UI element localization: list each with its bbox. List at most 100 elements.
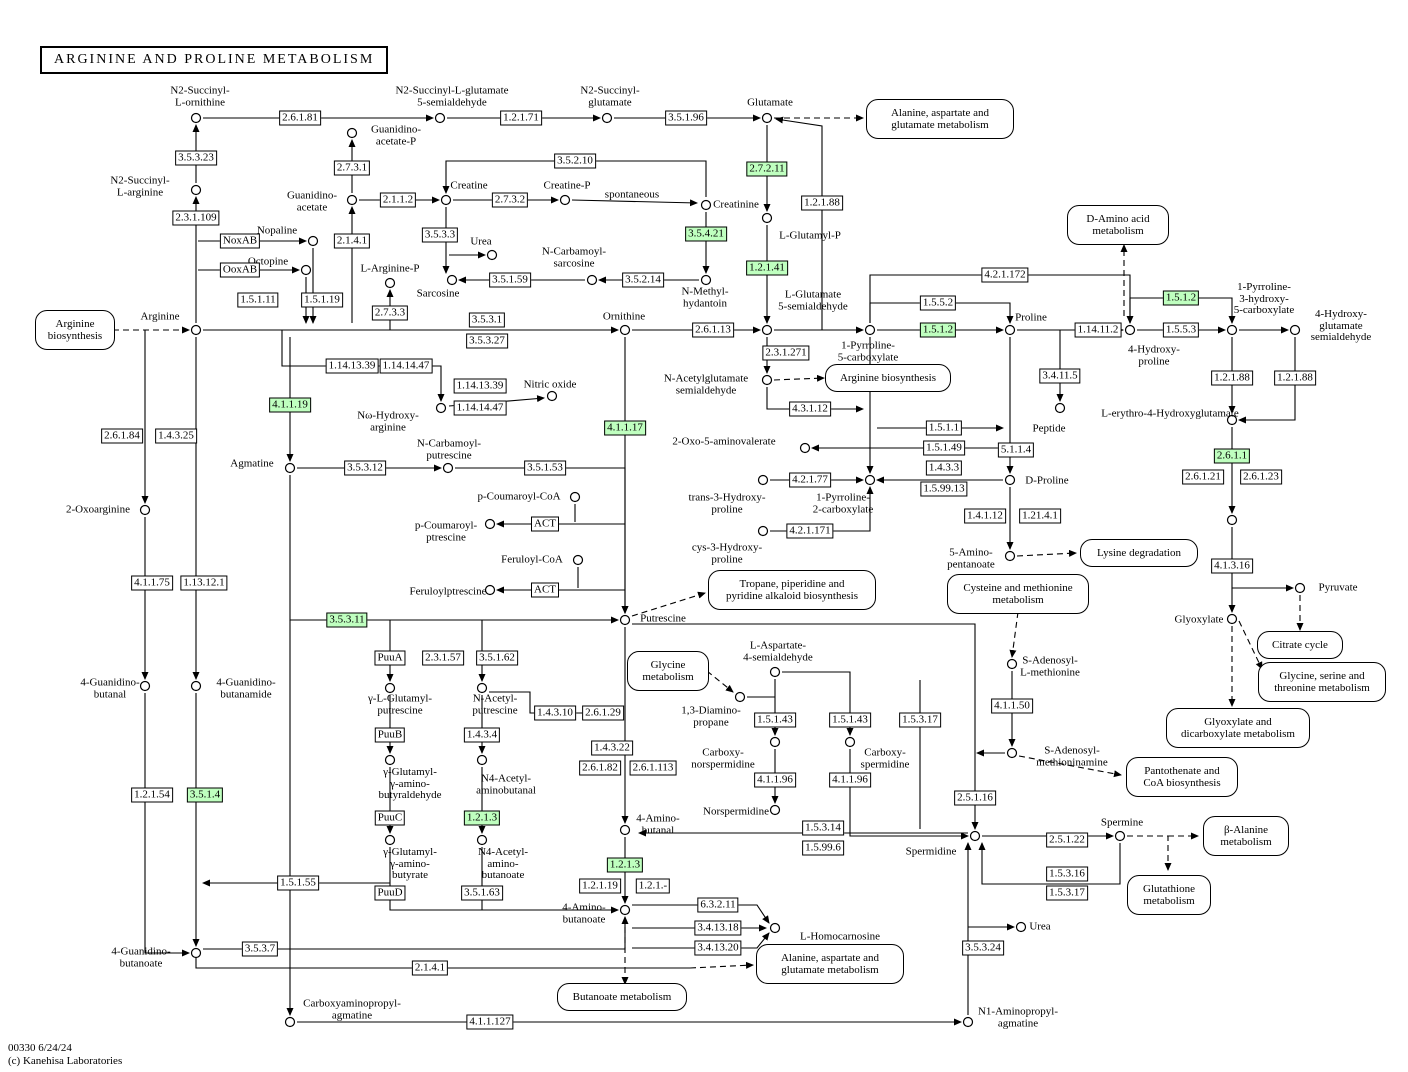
compound-node[interactable] <box>586 274 598 286</box>
compound-node[interactable] <box>1004 550 1016 562</box>
enzyme-box-4-1-1-17[interactable]: 4.1.1.17 <box>604 420 646 436</box>
enzyme-box-3-5-3-11[interactable]: 3.5.3.11 <box>326 612 368 628</box>
enzyme-box-4-1-3-16[interactable]: 4.1.3.16 <box>1211 558 1253 574</box>
enzyme-box-puud[interactable]: PuuD <box>374 885 406 901</box>
enzyme-box-1-14-14-47[interactable]: 1.14.14.47 <box>379 358 433 374</box>
compound-node[interactable] <box>769 666 781 678</box>
enzyme-box-1-5-5-2[interactable]: 1.5.5.2 <box>919 295 957 311</box>
enzyme-box-2-1-4-1[interactable]: 2.1.4.1 <box>411 960 449 976</box>
compound-node[interactable] <box>446 274 458 286</box>
enzyme-box-4-3-1-12[interactable]: 4.3.1.12 <box>789 401 831 417</box>
compound-node[interactable] <box>1114 830 1126 842</box>
enzyme-box-4-1-1-96[interactable]: 4.1.1.96 <box>829 772 871 788</box>
compound-node[interactable] <box>864 474 876 486</box>
compound-node[interactable] <box>284 462 296 474</box>
pathway-link[interactable]: Citrate cycle <box>1257 631 1343 659</box>
compound-node[interactable] <box>476 682 488 694</box>
compound-node[interactable] <box>761 324 773 336</box>
enzyme-box-3-5-1-62[interactable]: 3.5.1.62 <box>476 650 518 666</box>
enzyme-box-puua[interactable]: PuuA <box>374 650 406 666</box>
compound-node[interactable] <box>1289 324 1301 336</box>
enzyme-box-4-1-1-75[interactable]: 4.1.1.75 <box>131 575 173 591</box>
enzyme-box-2-5-1-16[interactable]: 2.5.1.16 <box>954 790 996 806</box>
enzyme-box-1-2-1-3[interactable]: 1.2.1.3 <box>463 810 501 826</box>
enzyme-box-4-2-1-171[interactable]: 4.2.1.171 <box>786 523 834 539</box>
compound-node[interactable] <box>486 249 498 261</box>
compound-node[interactable] <box>434 112 446 124</box>
compound-node[interactable] <box>799 442 811 454</box>
enzyme-box-2-6-1-21[interactable]: 2.6.1.21 <box>1182 469 1224 485</box>
enzyme-box-1-5-1-43[interactable]: 1.5.1.43 <box>829 712 871 728</box>
pathway-link[interactable]: Arginine biosynthesis <box>825 364 951 392</box>
compound-node[interactable] <box>1015 921 1027 933</box>
enzyme-box-1-14-11-2[interactable]: 1.14.11.2 <box>1074 322 1122 338</box>
compound-node[interactable] <box>442 462 454 474</box>
enzyme-box-1-2-1-19[interactable]: 1.2.1.19 <box>579 878 621 894</box>
enzyme-box-1-4-3-22[interactable]: 1.4.3.22 <box>591 740 633 756</box>
compound-node[interactable] <box>190 112 202 124</box>
compound-node[interactable] <box>139 504 151 516</box>
pathway-link[interactable]: Butanoate metabolism <box>557 983 687 1011</box>
enzyme-box-1-2-1-88[interactable]: 1.2.1.88 <box>1274 370 1316 386</box>
compound-node[interactable] <box>844 736 856 748</box>
compound-node[interactable] <box>769 804 781 816</box>
enzyme-box-3-5-4-21[interactable]: 3.5.4.21 <box>685 226 727 242</box>
enzyme-box-3-5-3-3[interactable]: 3.5.3.3 <box>421 227 459 243</box>
enzyme-box-2-6-1-13[interactable]: 2.6.1.13 <box>692 322 734 338</box>
compound-node[interactable] <box>476 834 488 846</box>
compound-node[interactable] <box>1226 414 1238 426</box>
compound-node[interactable] <box>619 904 631 916</box>
enzyme-box-2-6-1-113[interactable]: 2.6.1.113 <box>629 760 677 776</box>
enzyme-box-1-2-1-[interactable]: 1.2.1.- <box>635 878 671 894</box>
compound-node[interactable] <box>1054 402 1066 414</box>
enzyme-box-1-5-3-17[interactable]: 1.5.3.17 <box>899 712 941 728</box>
enzyme-box-noxab[interactable]: NoxAB <box>219 233 261 249</box>
enzyme-box-2-6-1-1[interactable]: 2.6.1.1 <box>1213 448 1251 464</box>
compound-node[interactable] <box>384 277 396 289</box>
enzyme-box-2-7-3-3[interactable]: 2.7.3.3 <box>371 305 409 321</box>
enzyme-box-4-2-1-77[interactable]: 4.2.1.77 <box>789 472 831 488</box>
compound-node[interactable] <box>484 584 496 596</box>
compound-node[interactable] <box>1006 658 1018 670</box>
enzyme-box-1-13-12-1[interactable]: 1.13.12.1 <box>180 575 228 591</box>
compound-node[interactable] <box>139 680 151 692</box>
enzyme-box-1-5-1-2[interactable]: 1.5.1.2 <box>1162 290 1200 306</box>
enzyme-box-3-5-2-10[interactable]: 3.5.2.10 <box>554 153 596 169</box>
compound-node[interactable] <box>190 680 202 692</box>
enzyme-box-1-2-1-41[interactable]: 1.2.1.41 <box>746 260 788 276</box>
compound-node[interactable] <box>619 324 631 336</box>
compound-node[interactable] <box>300 264 312 276</box>
enzyme-box-3-5-1-96[interactable]: 3.5.1.96 <box>665 110 707 126</box>
compound-node[interactable] <box>1226 324 1238 336</box>
enzyme-box-2-3-1-109[interactable]: 2.3.1.109 <box>172 210 220 226</box>
compound-node[interactable] <box>1004 474 1016 486</box>
enzyme-box-2-6-1-82[interactable]: 2.6.1.82 <box>579 760 621 776</box>
compound-node[interactable] <box>569 491 581 503</box>
compound-node[interactable] <box>1006 747 1018 759</box>
compound-node[interactable] <box>769 922 781 934</box>
enzyme-box-1-5-5-3[interactable]: 1.5.5.3 <box>1162 322 1200 338</box>
enzyme-box-4-1-1-96[interactable]: 4.1.1.96 <box>754 772 796 788</box>
compound-node[interactable] <box>384 754 396 766</box>
enzyme-box-1-5-1-19[interactable]: 1.5.1.19 <box>301 292 343 308</box>
compound-node[interactable] <box>962 1016 974 1028</box>
compound-node[interactable] <box>757 474 769 486</box>
enzyme-box-1-2-1-71[interactable]: 1.2.1.71 <box>500 110 542 126</box>
compound-node[interactable] <box>1124 324 1136 336</box>
enzyme-box-5-1-1-4[interactable]: 5.1.1.4 <box>997 442 1035 458</box>
enzyme-box-2-3-1-57[interactable]: 2.3.1.57 <box>422 650 464 666</box>
enzyme-box-1-14-14-47[interactable]: 1.14.14.47 <box>453 400 507 416</box>
enzyme-box-2-6-1-23[interactable]: 2.6.1.23 <box>1240 469 1282 485</box>
enzyme-box-puuc[interactable]: PuuC <box>374 810 406 826</box>
compound-node[interactable] <box>734 691 746 703</box>
compound-node[interactable] <box>476 754 488 766</box>
enzyme-box-2-6-1-29[interactable]: 2.6.1.29 <box>582 705 624 721</box>
